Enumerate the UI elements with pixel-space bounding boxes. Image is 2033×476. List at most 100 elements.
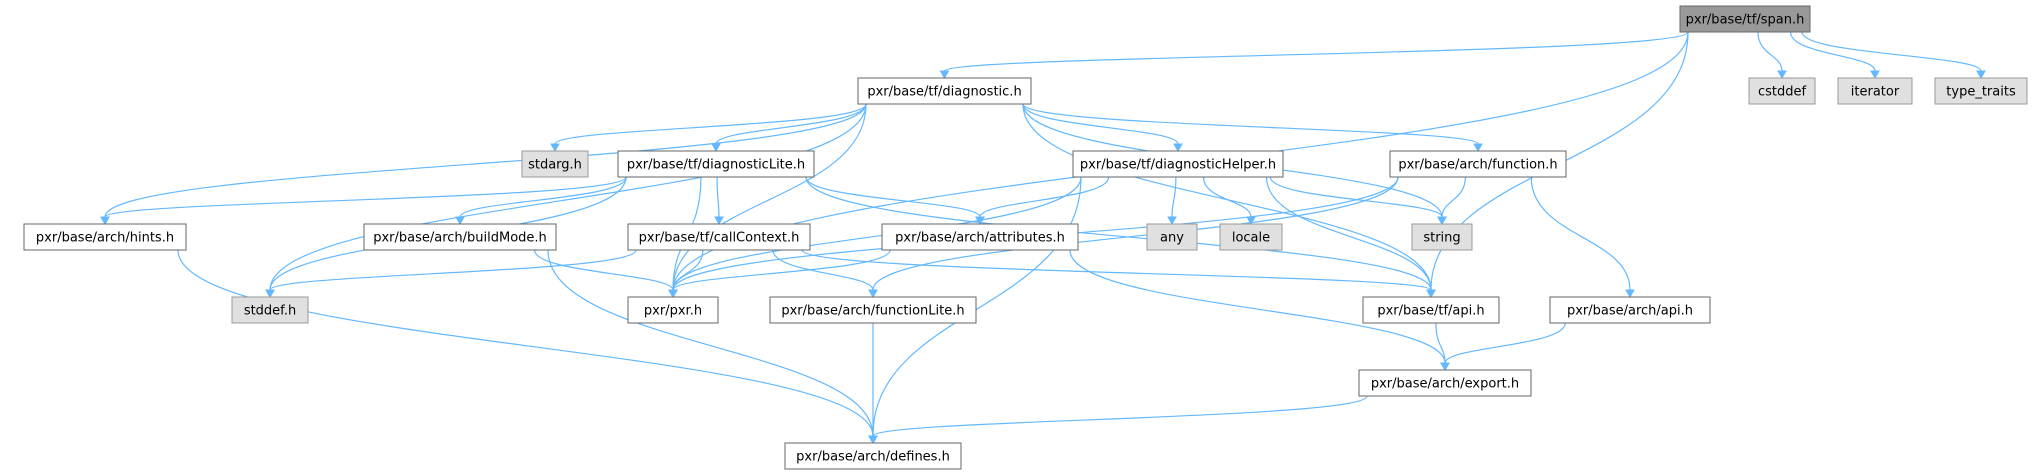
node-box xyxy=(1389,150,1567,178)
node-iterator: iterator xyxy=(1837,77,1913,105)
edge-line xyxy=(104,103,867,218)
edge-arrowhead xyxy=(868,289,878,299)
dependency-edge-diagnostic-to-diagnosticLite xyxy=(711,103,867,153)
node-attributes[interactable]: pxr/base/arch/attributes.h xyxy=(881,223,1079,251)
node-hints[interactable]: pxr/base/arch/hints.h xyxy=(23,223,187,251)
edge-arrowhead xyxy=(1870,70,1880,80)
edge-line xyxy=(1441,176,1466,218)
edge-line xyxy=(104,176,627,218)
node-label: pxr/base/tf/span.h xyxy=(1686,13,1805,28)
dependency-edge-diagnosticLite-to-callContext xyxy=(714,176,724,226)
node-diagnostic[interactable]: pxr/base/tf/diagnostic.h xyxy=(857,77,1032,105)
edge-arrowhead xyxy=(868,435,878,445)
node-box xyxy=(857,77,1032,105)
node-box xyxy=(363,223,557,251)
dependency-edge-diagnostic-to-pxr xyxy=(668,103,867,299)
edge-arrowhead xyxy=(714,216,724,226)
node-box xyxy=(627,223,811,251)
node-label: pxr/base/arch/functionLite.h xyxy=(781,304,964,319)
node-functionLite[interactable]: pxr/base/arch/functionLite.h xyxy=(769,296,977,324)
node-box xyxy=(881,223,1079,251)
node-box xyxy=(1837,77,1913,105)
edge-arrowhead xyxy=(1625,289,1635,299)
dependency-edge-diagnostic-to-function xyxy=(1022,103,1483,153)
node-label: pxr/base/tf/diagnosticHelper.h xyxy=(1080,158,1276,173)
node-box xyxy=(1362,296,1500,324)
edge-line xyxy=(805,176,981,218)
dependency-edge-function-to-string xyxy=(1437,176,1466,226)
node-label: any xyxy=(1160,231,1184,246)
node-box xyxy=(784,442,962,470)
node-diagnosticLite[interactable]: pxr/base/tf/diagnosticLite.h xyxy=(617,150,815,178)
dependency-edge-diagnosticLite-to-buildMode xyxy=(455,176,627,226)
edge-arrowhead xyxy=(1437,216,1447,226)
node-label: pxr/base/arch/export.h xyxy=(1371,377,1519,392)
edge-arrowhead xyxy=(1976,70,1986,80)
dependency-edge-diagnosticLite-to-attributes xyxy=(805,176,985,226)
node-function[interactable]: pxr/base/arch/function.h xyxy=(1389,150,1567,178)
edge-arrowhead xyxy=(1440,362,1450,372)
edge-line xyxy=(672,176,1082,291)
edge-line xyxy=(715,103,867,145)
node-label: stdarg.h xyxy=(528,158,582,173)
edge-arrowhead xyxy=(455,216,465,226)
node-pxr[interactable]: pxr/pxr.h xyxy=(627,296,719,324)
edge-arrowhead xyxy=(265,289,275,299)
node-box xyxy=(627,296,719,324)
node-label: stddef.h xyxy=(244,304,296,319)
edge-arrowhead xyxy=(1473,143,1483,153)
dependency-edge-functionLite-to-defines xyxy=(868,323,878,445)
dependency-edge-span-to-cstddef xyxy=(1757,31,1787,80)
edge-arrowhead xyxy=(975,216,985,226)
dependency-edge-diagnostic-to-stdarg xyxy=(550,103,867,153)
edge-line xyxy=(533,249,674,291)
node-box xyxy=(769,296,977,324)
node-buildMode[interactable]: pxr/base/arch/buildMode.h xyxy=(363,223,557,251)
node-locale: locale xyxy=(1219,223,1283,251)
node-box xyxy=(1679,5,1811,33)
edge-arrowhead xyxy=(1426,289,1436,299)
node-label: iterator xyxy=(1851,85,1900,100)
node-cstddef: cstddef xyxy=(1748,77,1816,105)
edge-line xyxy=(177,249,874,437)
dependency-edge-callContext-to-tfapi xyxy=(801,249,1436,299)
node-label: pxr/base/tf/api.h xyxy=(1377,304,1484,319)
dependency-edge-callContext-to-functionLite xyxy=(772,249,878,299)
node-label: pxr/pxr.h xyxy=(644,304,702,319)
edge-line xyxy=(979,176,1110,218)
node-tfapi[interactable]: pxr/base/tf/api.h xyxy=(1362,296,1500,324)
node-box xyxy=(617,150,815,178)
node-box xyxy=(1146,223,1198,251)
edge-line xyxy=(872,176,1399,291)
edge-line xyxy=(1444,322,1566,364)
edge-line xyxy=(672,249,704,291)
node-export[interactable]: pxr/base/arch/export.h xyxy=(1358,369,1532,397)
node-label: pxr/base/tf/callContext.h xyxy=(639,231,800,246)
dependency-edge-callContext-to-stddef xyxy=(265,249,637,299)
node-label: pxr/base/tf/diagnostic.h xyxy=(867,85,1021,100)
node-label: pxr/base/arch/hints.h xyxy=(36,231,174,246)
edge-arrowhead xyxy=(550,143,560,153)
edge-arrowhead xyxy=(711,143,721,153)
node-stdarg: stdarg.h xyxy=(521,150,589,178)
edge-line xyxy=(1435,322,1446,364)
node-archapi[interactable]: pxr/base/arch/api.h xyxy=(1549,296,1711,324)
node-stddef: stddef.h xyxy=(231,296,309,324)
edge-line xyxy=(459,176,627,218)
node-label: cstddef xyxy=(1758,85,1807,100)
edge-line xyxy=(269,249,637,291)
edge-line xyxy=(269,103,867,291)
node-label: pxr/base/arch/buildMode.h xyxy=(373,231,547,246)
node-diagnosticHelper[interactable]: pxr/base/tf/diagnosticHelper.h xyxy=(1072,150,1284,178)
node-box xyxy=(1934,77,2028,105)
edge-line xyxy=(672,103,867,291)
node-box xyxy=(1549,296,1711,324)
node-callContext[interactable]: pxr/base/tf/callContext.h xyxy=(627,223,811,251)
dependency-edge-attributes-to-pxr xyxy=(668,249,891,299)
node-label: locale xyxy=(1232,231,1270,246)
node-string: string xyxy=(1411,223,1473,251)
node-span[interactable]: pxr/base/tf/span.h xyxy=(1679,5,1811,33)
node-defines[interactable]: pxr/base/arch/defines.h xyxy=(784,442,962,470)
